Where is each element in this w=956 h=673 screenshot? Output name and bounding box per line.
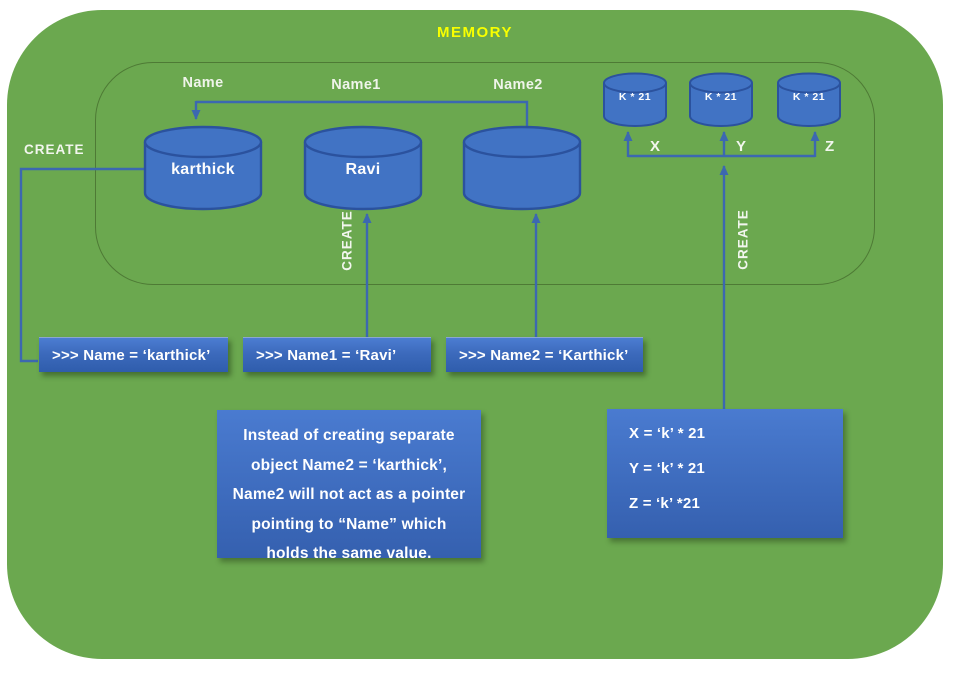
- object-cylinder-name1: Ravi: [303, 125, 423, 216]
- variable-label-x: X: [650, 138, 661, 155]
- cylinder-shape-icon: [689, 72, 753, 127]
- cylinder-shape-icon: [462, 125, 582, 211]
- note-line: holds the same value.: [266, 545, 432, 562]
- object-cylinder-x: K * 21: [602, 72, 668, 133]
- note-line: object Name2 = ‘karthick’,: [250, 456, 448, 474]
- pointer-label-name1: Name1: [331, 77, 381, 93]
- object-value: karthick: [171, 161, 235, 178]
- cylinder-shape-icon: [143, 125, 263, 211]
- object-cylinder-name2: [462, 125, 582, 216]
- create-label-ravi: CREATE: [339, 210, 355, 271]
- cylinder-shape-icon: [603, 72, 667, 127]
- code-box-name1: >>> Name1 = ‘Ravi’: [243, 337, 431, 372]
- pointer-label-name: Name: [182, 75, 224, 91]
- object-value: K * 21: [704, 91, 738, 103]
- assignment-y: Y = ‘k’ * 21: [629, 460, 705, 477]
- pointer-label-name2: Name2: [493, 77, 543, 93]
- code-text: >>> Name2 = ‘Karthick’: [459, 346, 629, 364]
- object-value: Ravi: [345, 161, 381, 178]
- object-cylinder-name: karthick: [143, 125, 263, 216]
- note-line: Instead of creating separate: [243, 427, 455, 444]
- assignment-z: Z = ‘k’ *21: [629, 495, 700, 512]
- assignments-box: X = ‘k’ * 21 Y = ‘k’ * 21 Z = ‘k’ *21: [607, 409, 843, 538]
- assignment-x: X = ‘k’ * 21: [629, 425, 706, 442]
- cylinder-shape-icon: [303, 125, 423, 211]
- code-text: >>> Name = ‘karthick’: [52, 346, 211, 364]
- note-box: Instead of creating separate object Name…: [217, 410, 481, 562]
- memory-title: MEMORY: [437, 24, 513, 41]
- cylinder-shape-icon: [777, 72, 841, 127]
- create-label-xyz: CREATE: [735, 209, 751, 270]
- code-box-name2: >>> Name2 = ‘Karthick’: [446, 337, 643, 372]
- note-line: Name2 will not act as a pointer: [232, 486, 466, 503]
- note-line: pointing to “Name” which: [251, 515, 447, 533]
- code-text: >>> Name1 = ‘Ravi’: [256, 346, 397, 364]
- object-value: K * 21: [618, 91, 652, 103]
- object-value: K * 21: [792, 91, 826, 103]
- object-cylinder-z: K * 21: [776, 72, 842, 133]
- variable-label-y: Y: [736, 138, 747, 155]
- object-cylinder-y: K * 21: [688, 72, 754, 133]
- create-label-left: CREATE: [24, 142, 85, 157]
- variable-label-z: Z: [825, 138, 835, 155]
- code-box-name: >>> Name = ‘karthick’: [39, 337, 228, 372]
